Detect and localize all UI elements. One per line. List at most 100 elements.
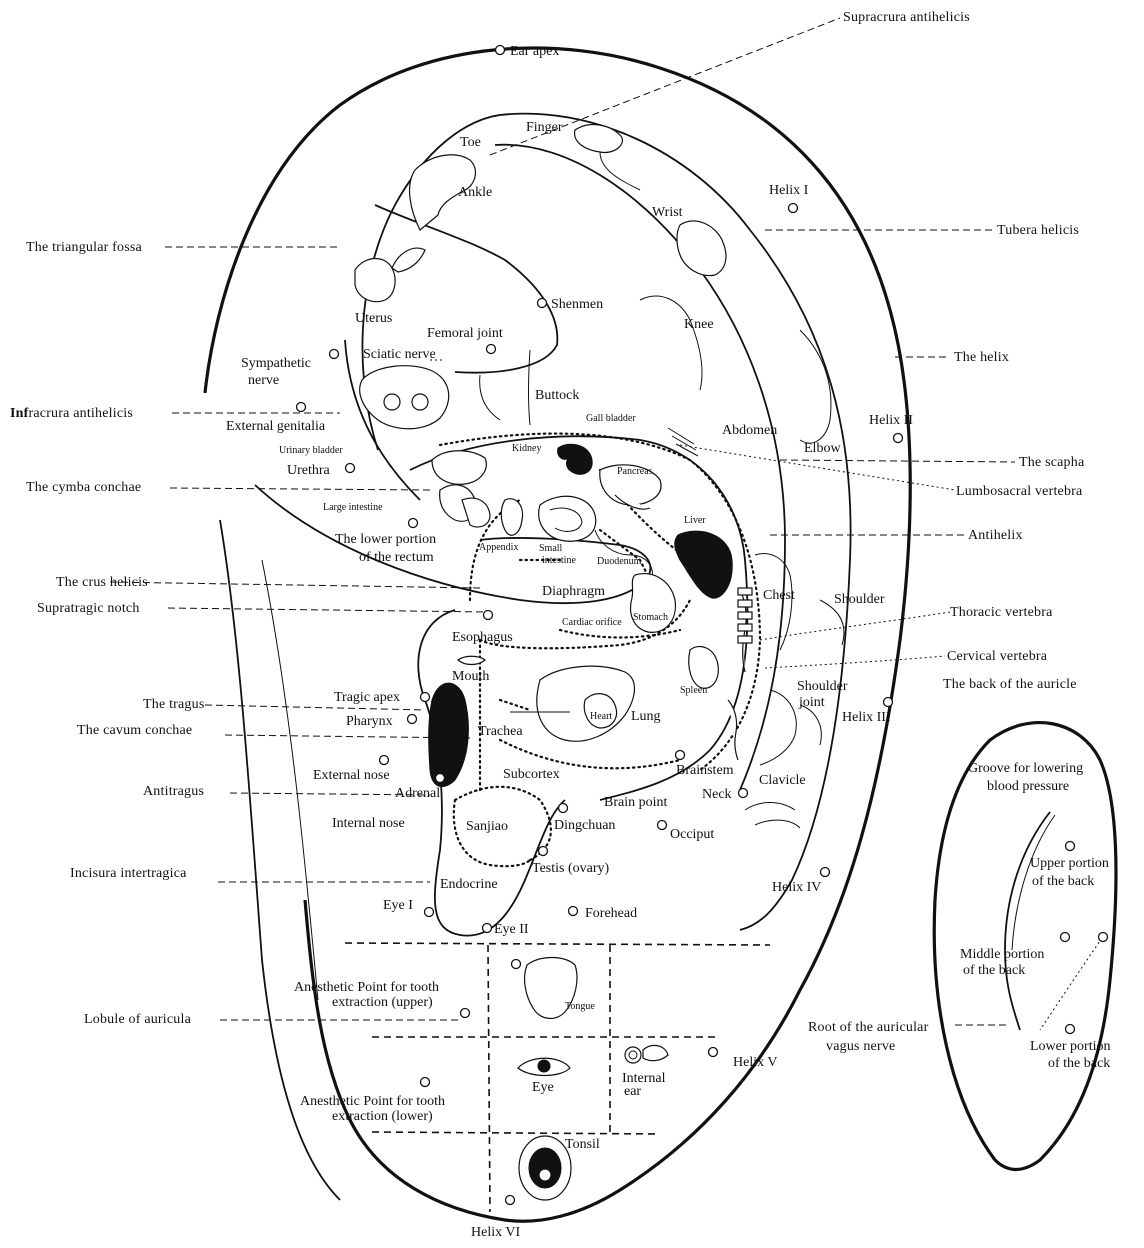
hand-pictogram xyxy=(677,221,726,276)
label-ear-apex: Ear apex xyxy=(510,44,559,59)
legs-pictogram xyxy=(480,296,831,443)
label-external-nose: External nose xyxy=(313,768,390,783)
label-esophagus: Esophagus xyxy=(452,630,513,645)
uterus-pictogram xyxy=(355,248,425,301)
label-dingchuan: Dingchuan xyxy=(554,818,615,833)
label-kidney: Kidney xyxy=(512,443,541,454)
label-forehead: Forehead xyxy=(585,906,637,921)
label-helix-3: Helix III xyxy=(842,710,891,725)
heart-lung-pictogram xyxy=(510,666,634,741)
label-small-intestine-2: intestine xyxy=(542,555,576,566)
label-stomach: Stomach xyxy=(633,612,668,623)
label-groove-2: blood pressure xyxy=(987,779,1069,794)
label-lower-back-1: Lower portion xyxy=(1030,1039,1110,1054)
label-appendix: Appendix xyxy=(479,542,518,553)
label-anesthetic-lower-2: extraction (lower) xyxy=(332,1109,433,1124)
label-shoulder: Shoulder xyxy=(834,592,885,607)
label-lumbosacral-vertebra: Lumbosacral vertebra xyxy=(956,484,1083,499)
label-antitragus: Antitragus xyxy=(143,784,204,799)
label-tragic-apex: Tragic apex xyxy=(334,690,400,705)
label-lower-back-2: of the back xyxy=(1048,1056,1110,1071)
label-brainstem: Brainstem xyxy=(676,763,734,778)
label-tongue: Tongue xyxy=(565,1001,595,1012)
label-clavicle: Clavicle xyxy=(759,773,806,788)
label-upper-back-1: Upper portion xyxy=(1030,856,1109,871)
label-trachea: Trachea xyxy=(478,724,523,739)
label-uterus: Uterus xyxy=(355,311,392,326)
label-antihelix: Antihelix xyxy=(968,528,1023,543)
liver-pictogram xyxy=(675,531,733,598)
label-infracrura-antihelicis: Infracrura antihelicis xyxy=(10,406,133,421)
label-pancreas: Pancreas xyxy=(617,466,653,477)
label-groove-1: Groove for lowering xyxy=(968,761,1083,776)
label-brain-point: Brain point xyxy=(604,795,667,810)
label-sanjiao: Sanjiao xyxy=(466,819,508,834)
label-supracrura-antihelicis: Supracrura antihelicis xyxy=(843,10,970,25)
label-finger: Finger xyxy=(526,120,563,135)
label-helix-1: Helix I xyxy=(769,183,809,198)
label-testis-ovary: Testis (ovary) xyxy=(532,861,610,876)
label-internal-ear-2: ear xyxy=(624,1084,641,1099)
stomach-pictogram xyxy=(631,574,676,633)
label-spleen: Spleen xyxy=(680,685,707,696)
label-tonsil: Tonsil xyxy=(565,1137,600,1152)
label-middle-back-1: Middle portion xyxy=(960,947,1044,962)
label-lobule-of-auricula: Lobule of auricula xyxy=(84,1012,192,1027)
label-sympathetic-1: Sympathetic xyxy=(241,356,311,371)
label-upper-back-2: of the back xyxy=(1032,874,1094,889)
label-helix-2: Helix II xyxy=(869,413,913,428)
label-ankle: Ankle xyxy=(458,185,492,200)
label-helix-6: Helix VI xyxy=(471,1225,520,1240)
label-the-helix: The helix xyxy=(954,350,1009,365)
label-shoulder-joint-1: Shoulder xyxy=(797,679,848,694)
label-toe: Toe xyxy=(460,135,481,150)
label-knee: Knee xyxy=(684,317,714,332)
label-back-of-auricle: The back of the auricle xyxy=(943,677,1077,692)
label-small-intestine-1: Small xyxy=(539,543,563,554)
label-cymba-conchae: The cymba conchae xyxy=(26,480,141,495)
label-wrist: Wrist xyxy=(652,205,683,220)
label-adrenal: Adrenal xyxy=(395,786,440,801)
label-occiput: Occiput xyxy=(670,827,714,842)
label-urethra: Urethra xyxy=(287,463,331,478)
label-incisura-intertragica: Incisura intertragica xyxy=(70,866,187,881)
label-lower-rectum-2: of the rectum xyxy=(359,550,434,565)
label-lower-rectum-1: The lower portion xyxy=(335,532,436,547)
kidney-pictogram xyxy=(558,444,593,474)
label-eye-2: Eye II xyxy=(494,922,529,937)
label-subcortex: Subcortex xyxy=(503,767,560,782)
clavicle-pictogram xyxy=(745,803,800,829)
label-tubera-helicis: Tubera helicis xyxy=(997,223,1079,238)
label-elbow: Elbow xyxy=(804,441,841,456)
appendix-pictogram xyxy=(501,499,522,536)
label-pharynx: Pharynx xyxy=(346,714,393,729)
label-shoulder-joint-2: joint xyxy=(798,695,825,710)
eye-pictogram xyxy=(518,1058,570,1075)
spleen-pictogram xyxy=(689,646,719,688)
label-liver: Liver xyxy=(684,515,706,526)
label-middle-back-2: of the back xyxy=(963,963,1025,978)
back-groove-line xyxy=(1005,812,1050,1030)
label-cervical-vertebra: Cervical vertebra xyxy=(947,649,1048,664)
tonsil-pictogram xyxy=(519,1136,571,1200)
label-crus-helicis: The crus helicis xyxy=(56,575,148,590)
label-external-genitalia: External genitalia xyxy=(226,419,326,434)
label-diaphragm: Diaphragm xyxy=(542,584,605,599)
label-infracrura-rest: racrura antihelicis xyxy=(29,406,133,421)
small-intestine-pictogram xyxy=(539,496,596,541)
large-intestine-pictogram xyxy=(440,485,490,527)
label-femoral-joint: Femoral joint xyxy=(427,326,503,341)
label-cardiac-orifice: Cardiac orifice xyxy=(562,617,622,628)
label-duodenum: Duodenum xyxy=(597,556,642,567)
label-helix-4: Helix IV xyxy=(772,880,821,895)
label-endocrine: Endocrine xyxy=(440,877,498,892)
label-root-vagus-1: Root of the auricular xyxy=(808,1020,929,1035)
label-chest: Chest xyxy=(763,588,795,603)
label-neck: Neck xyxy=(702,787,732,802)
label-supratragic-notch: Supratragic notch xyxy=(37,601,140,616)
helix-outer-outline xyxy=(205,48,910,1221)
label-infracrura-bold: Inf xyxy=(10,406,29,421)
tragus-shape xyxy=(429,683,469,786)
